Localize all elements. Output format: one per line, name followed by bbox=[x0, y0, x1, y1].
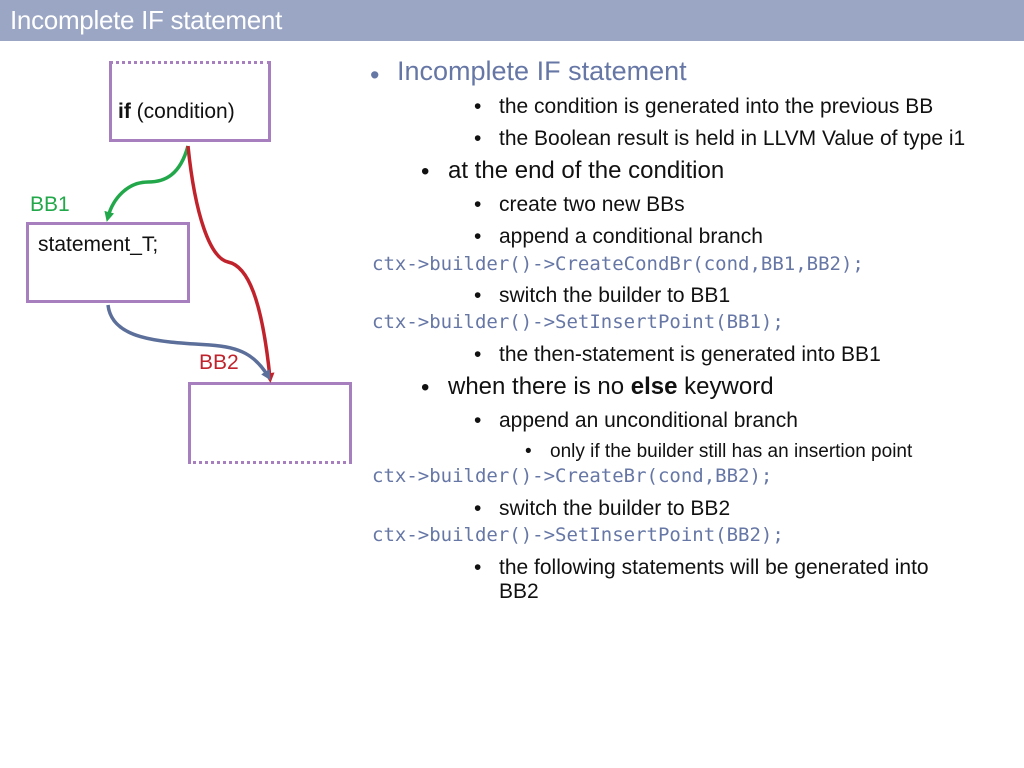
bullet-dot: • bbox=[474, 556, 482, 579]
code-create-br: ctx->builder()->CreateBr(cond,BB2); bbox=[372, 465, 773, 487]
note-create-bbs: create two new BBs bbox=[499, 193, 685, 216]
bullet-dot: • bbox=[421, 374, 430, 401]
note-only-if-insertion: only if the builder still has an inserti… bbox=[550, 441, 913, 462]
condition-text: (condition) bbox=[136, 100, 235, 123]
fallthrough-edge-arrow bbox=[106, 304, 271, 381]
false-edge-arrow bbox=[186, 145, 275, 383]
note-switch-bb1: switch the builder to BB1 bbox=[499, 284, 731, 307]
bullet-dot: • bbox=[474, 343, 482, 366]
no-else-prefix: when there is no bbox=[448, 373, 631, 400]
no-else-suffix: keyword bbox=[677, 373, 774, 400]
bb2-label: BB2 bbox=[199, 351, 239, 374]
then-statement-label: statement_T; bbox=[38, 233, 159, 256]
bullet-dot: • bbox=[474, 95, 482, 118]
note-no-else: when there is no else keyword bbox=[448, 373, 774, 401]
bullet-dot: • bbox=[474, 497, 482, 520]
code-set-insert-bb1: ctx->builder()->SetInsertPoint(BB1); bbox=[372, 311, 784, 333]
note-end-of-condition: at the end of the condition bbox=[448, 157, 725, 184]
bullet-dot: • bbox=[474, 284, 482, 307]
bullet-dot: • bbox=[474, 225, 482, 248]
title-bar: Incomplete IF statement bbox=[0, 0, 1024, 41]
bullet-dot: • bbox=[474, 193, 482, 216]
note-then-into-bb1: the then-statement is generated into BB1 bbox=[499, 343, 881, 366]
page-title: Incomplete IF statement bbox=[10, 5, 283, 35]
else-keyword: else bbox=[630, 373, 678, 400]
code-create-cond-br: ctx->builder()->CreateCondBr(cond,BB1,BB… bbox=[372, 253, 864, 275]
bullet-dot: • bbox=[474, 127, 482, 150]
note-following-line2: BB2 bbox=[499, 580, 539, 603]
true-edge-arrow bbox=[104, 145, 190, 222]
bb2-block bbox=[188, 382, 352, 464]
note-cond-prev-bb: the condition is generated into the prev… bbox=[499, 95, 934, 118]
if-condition-block bbox=[109, 61, 271, 142]
note-bool-i1: the Boolean result is held in LLVM Value… bbox=[499, 127, 966, 150]
note-following-line1: the following statements will be generat… bbox=[499, 556, 929, 579]
bullet-dot: • bbox=[525, 441, 532, 462]
note-append-cond-branch: append a conditional branch bbox=[499, 225, 763, 248]
if-keyword: if bbox=[118, 100, 131, 123]
note-append-uncond: append an unconditional branch bbox=[499, 409, 798, 432]
note-switch-bb2: switch the builder to BB2 bbox=[499, 497, 731, 520]
code-set-insert-bb2: ctx->builder()->SetInsertPoint(BB2); bbox=[372, 524, 784, 546]
notes-heading: Incomplete IF statement bbox=[397, 56, 687, 86]
bb1-label: BB1 bbox=[30, 193, 70, 216]
bullet-dot: • bbox=[421, 158, 430, 185]
bullet-dot: • bbox=[370, 60, 380, 90]
if-condition-label: if (condition) bbox=[118, 100, 235, 124]
bullet-dot: • bbox=[474, 409, 482, 432]
